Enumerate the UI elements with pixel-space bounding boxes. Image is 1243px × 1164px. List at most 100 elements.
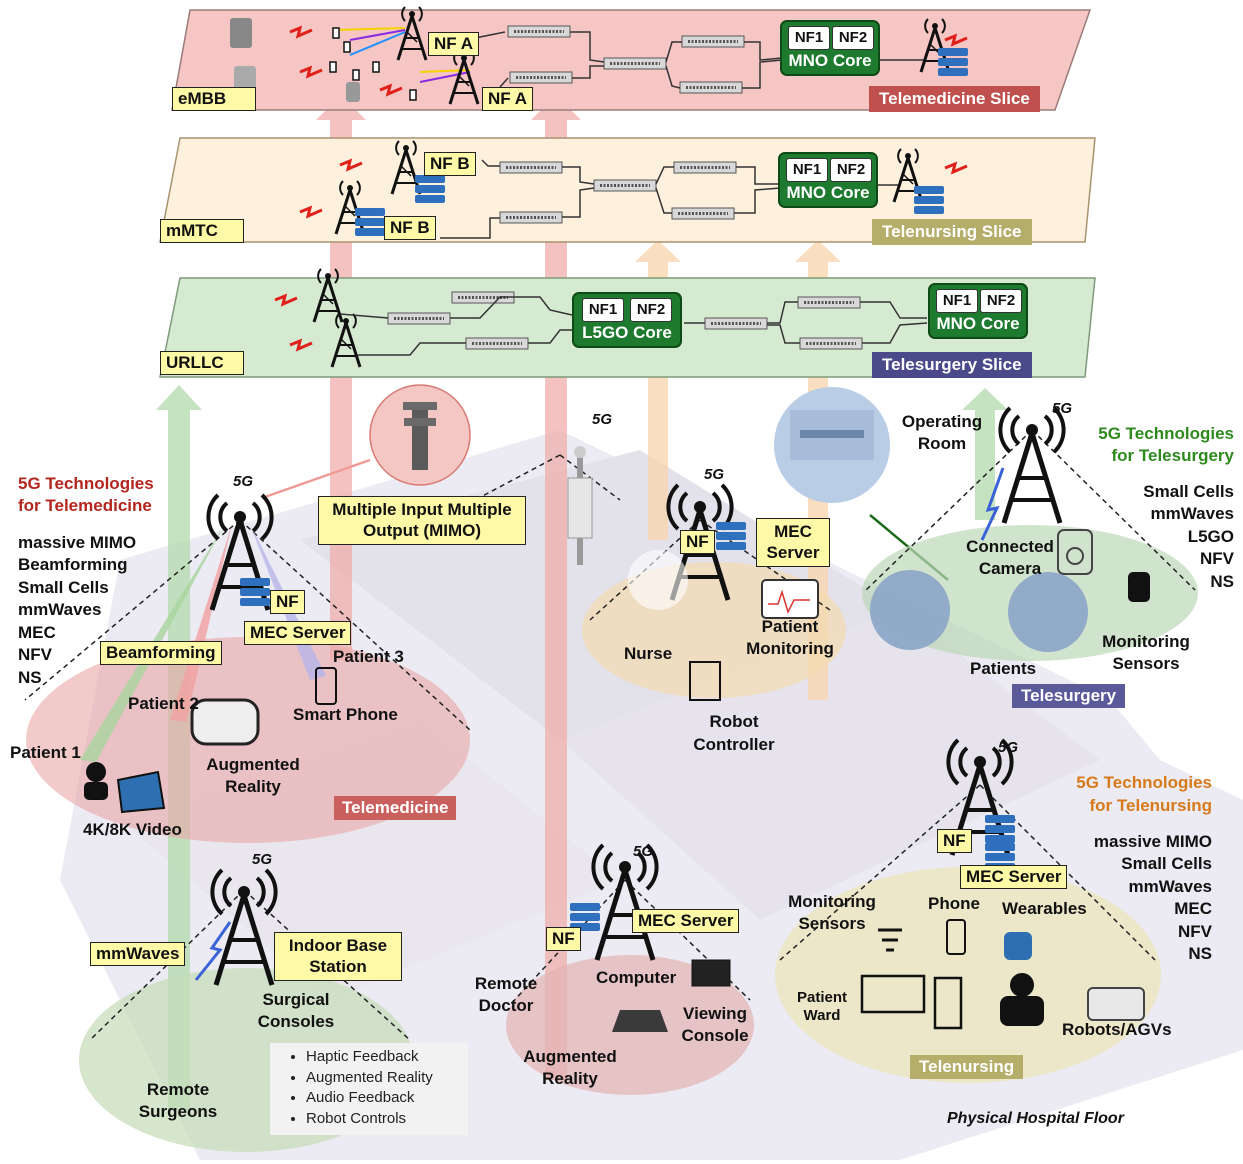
tech-item: Small Cells <box>1143 482 1234 501</box>
wearables-label: Wearables <box>1002 899 1087 918</box>
remote-doctor-label: Doctor <box>478 996 534 1015</box>
mmtc-network <box>299 139 968 239</box>
operating-room-bubble <box>774 387 949 581</box>
tech-item: Beamforming <box>18 555 128 574</box>
5g-badge: 5G <box>998 739 1019 756</box>
tech-item: Small Cells <box>18 578 109 597</box>
tech-item: Small Cells <box>1121 854 1212 873</box>
tech-item: MEC <box>1174 899 1212 918</box>
tech-item: massive MIMO <box>1093 832 1212 851</box>
nurse-label: Nurse <box>624 644 673 663</box>
tech-item: L5GO <box>1187 527 1234 546</box>
5g-badge: 5G <box>233 473 254 490</box>
mec-line2: Server <box>766 543 820 563</box>
remote-surgeons-label: Surgeons <box>138 1102 218 1121</box>
5g-badge: 5G <box>252 851 273 868</box>
beamforming-label: Beamforming <box>100 641 222 665</box>
telesurgery-zone-label: Telesurgery <box>1012 684 1126 708</box>
urllc-network <box>274 267 928 369</box>
core-nf2: NF2 <box>832 26 874 50</box>
patient-monitoring-label: Patient <box>761 617 819 636</box>
server-icon <box>240 578 270 606</box>
patients-label: Patients <box>970 659 1037 678</box>
tech-item: NS <box>1188 944 1212 963</box>
mec-server-box: MEC Server <box>756 518 830 567</box>
telesurgery-tech-title: for Telesurgery <box>1111 446 1234 465</box>
tech-item: massive MIMO <box>18 533 137 552</box>
ibs-line1: Indoor Base <box>288 936 388 955</box>
tech-item: NFV <box>1200 549 1234 568</box>
mec-server-box: MEC Server <box>632 909 740 933</box>
telemedicine-slice-label: Telemedicine Slice <box>869 86 1040 112</box>
monitoring-sensors-label: Monitoring <box>788 892 876 911</box>
viewing-console-label: Console <box>681 1026 749 1045</box>
nf-b-box: NF B <box>424 152 476 176</box>
telemedicine-zone-label: Telemedicine <box>334 796 457 820</box>
small-cell-pole <box>567 446 593 565</box>
patient-ward-label: Patient <box>796 989 847 1006</box>
viewing-console-label: Viewing <box>683 1004 747 1023</box>
core-label: L5GO Core <box>582 323 672 342</box>
monitoring-sensors-label: Sensors <box>1112 654 1180 673</box>
remote-surgeons-label: Remote <box>146 1080 210 1099</box>
patient2-label: Patient 2 <box>128 694 199 713</box>
tech-item: NFV <box>1178 922 1212 941</box>
core-nf2: NF2 <box>630 298 672 322</box>
5g-badge: 5G <box>1052 400 1073 417</box>
ar-label: Reality <box>542 1069 598 1088</box>
nf-box: NF <box>546 927 581 951</box>
patient3-label: Patient 3 <box>333 647 404 666</box>
computer-label: Computer <box>596 968 677 987</box>
smart-phone-label: Smart Phone <box>293 705 398 724</box>
core-nf2: NF2 <box>830 158 872 182</box>
core-nf1: NF1 <box>786 158 828 182</box>
telenursing-zone-label: Telenursing <box>910 1055 1024 1079</box>
5g-badge: 5G <box>592 411 613 428</box>
core-nf1: NF1 <box>788 26 830 50</box>
surgical-consoles-label: Surgical <box>262 990 330 1009</box>
feature-item: Augmented Reality <box>306 1068 468 1089</box>
nf-box: NF <box>270 590 305 614</box>
telemedicine-tech-title: for Telemedicine <box>18 496 152 515</box>
server-icon <box>716 522 746 550</box>
5g-badge: 5G <box>633 843 654 860</box>
embb-mno-core: NF1 NF2 MNO Core <box>780 20 880 76</box>
core-nf1: NF1 <box>936 289 978 313</box>
embb-tag: eMBB <box>172 87 256 111</box>
telenursing-tech-title: 5G Technologies <box>1076 773 1212 792</box>
nf-box: NF <box>680 530 715 554</box>
operating-room-label: Room <box>917 434 967 453</box>
mimo-antenna-bubble <box>261 384 471 500</box>
surgical-consoles-label: Consoles <box>257 1012 335 1031</box>
core-nf2: NF2 <box>980 289 1022 313</box>
connected-camera-label: Connected <box>966 537 1054 556</box>
tech-item: NFV <box>18 645 52 664</box>
feature-item: Haptic Feedback <box>306 1047 468 1068</box>
lightning-bolt-2 <box>194 921 232 981</box>
nf-a-box: NF A <box>428 32 480 56</box>
mimo-line1: Multiple Input Multiple <box>332 500 512 519</box>
tech-item: mmWaves <box>1128 877 1212 896</box>
mimo-label: Multiple Input Multiple Output (MIMO) <box>318 496 526 545</box>
telesurgery-tech-title: 5G Technologies <box>1098 424 1234 443</box>
tech-item: NS <box>18 668 42 687</box>
l5go-core: NF1 NF2 L5GO Core <box>572 292 682 348</box>
mec-line1: MEC <box>774 522 812 541</box>
telenursing-slice-label: Telenursing Slice <box>872 219 1032 245</box>
floor-label: Physical Hospital Floor <box>947 1110 1124 1127</box>
mimo-line2: Output (MIMO) <box>362 521 481 541</box>
connected-camera-label: Camera <box>978 559 1042 578</box>
patient1-label: Patient 1 <box>10 743 81 762</box>
urllc-mno-core: NF1 NF2 MNO Core <box>928 283 1028 339</box>
mec-server-box: MEC Server <box>244 621 352 645</box>
nf-box: NF <box>937 829 972 853</box>
ar-label: Augmented <box>206 755 300 774</box>
feature-item: Robot Controls <box>306 1109 468 1130</box>
ar-label: Reality <box>225 777 281 796</box>
telesurgery-slice-label: Telesurgery Slice <box>872 352 1032 378</box>
surgeon-feature-list: Haptic Feedback Augmented Reality Audio … <box>270 1043 468 1135</box>
telemedicine-tech-title: 5G Technologies <box>18 474 154 493</box>
urllc-tag: URLLC <box>160 351 244 375</box>
tech-item: MEC <box>18 623 56 642</box>
